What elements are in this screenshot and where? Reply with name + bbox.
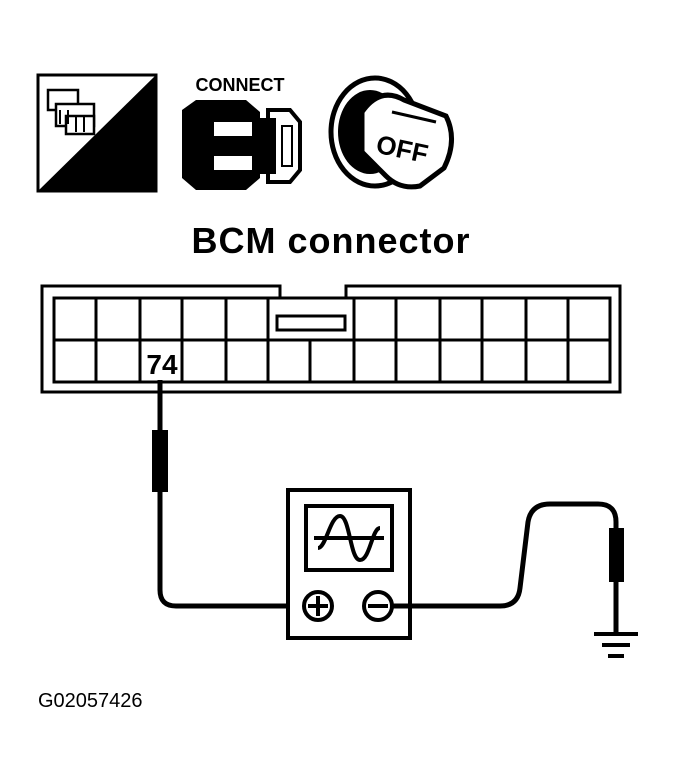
ignition-off-icon: OFF (328, 75, 454, 190)
connect-label: CONNECT (196, 75, 285, 95)
waveform-icon (314, 513, 384, 563)
positive-probe-lead (152, 380, 296, 609)
pin-74-label: 74 (146, 349, 178, 380)
positive-terminal (302, 590, 334, 622)
diagram-title: BCM connector (191, 220, 470, 261)
harness-side-label: H.S. (92, 157, 150, 190)
negative-probe-lead (392, 501, 624, 632)
bcm-connector: 74 (40, 284, 622, 394)
ground-icon (594, 632, 638, 658)
oscilloscope-meter (286, 488, 412, 640)
negative-terminal (362, 590, 394, 622)
harness-side-icon: H.S. (36, 73, 158, 193)
connect-icon: CONNECT (182, 75, 302, 190)
figure-id: G02057426 (38, 690, 143, 712)
